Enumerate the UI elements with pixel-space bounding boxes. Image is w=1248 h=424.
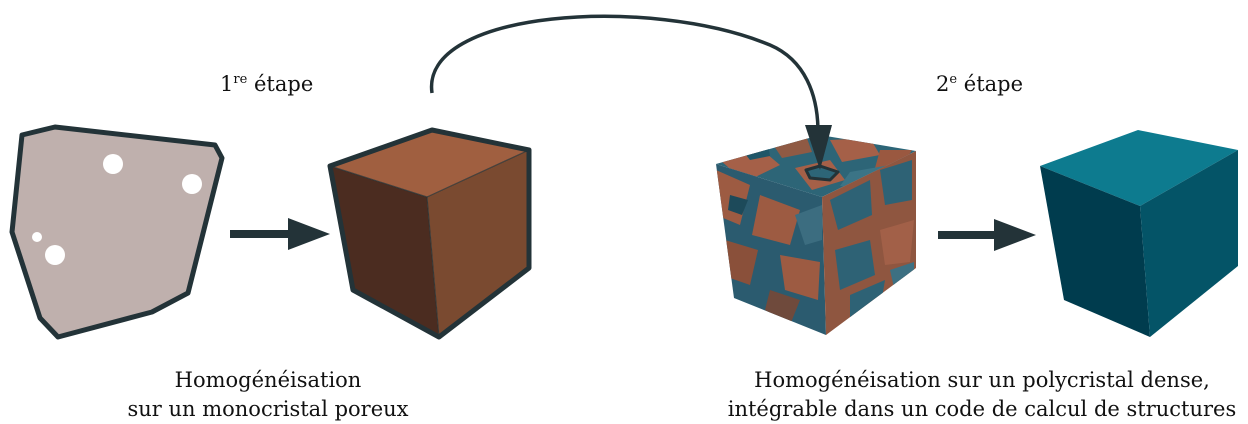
step-1-word: étape: [253, 72, 314, 96]
step-2-word: étape: [963, 72, 1024, 96]
cube-right-face: [1140, 150, 1238, 337]
highlighted-grain: [804, 164, 840, 182]
caption-left-line-2: sur un monocristal poreux: [127, 397, 409, 421]
cube-top-face: [330, 130, 529, 197]
cube-top-face: [1040, 130, 1238, 206]
step-1-number: 1: [220, 72, 234, 96]
arrow-right-icon: [938, 219, 1036, 251]
cube-left-face: [1040, 166, 1150, 337]
caption-right-line-1: Homogénéisation sur un polycristal dense…: [754, 368, 1210, 392]
arrow-right-icon: [230, 218, 330, 250]
step-2-superscript: e: [949, 72, 958, 87]
caption-right: Homogénéisation sur un polycristal dense…: [718, 366, 1246, 424]
cube-left-face: [330, 166, 439, 337]
pore: [45, 245, 65, 265]
step-1-superscript: re: [233, 72, 248, 87]
step-2-number: 2: [936, 72, 950, 96]
caption-left-line-1: Homogénéisation: [174, 368, 362, 392]
step-2-label: 2e étape: [936, 72, 1024, 96]
polycrystal-cube: [716, 135, 916, 335]
caption-left: Homogénéisation sur un monocristal poreu…: [98, 366, 438, 424]
caption-right-line-2: intégrable dans un code de calcul de str…: [727, 397, 1237, 421]
curved-arrow-icon: [430, 14, 832, 170]
porous-monocrystal: [9, 124, 225, 340]
homogenized-polycrystal-cube: [1040, 130, 1238, 337]
porous-grain-shape: [9, 124, 225, 340]
step-1-label: 1re étape: [220, 72, 314, 96]
pore: [103, 154, 123, 174]
pore: [182, 174, 202, 194]
homogenized-monocrystal-cube: [327, 127, 532, 340]
pore: [32, 232, 42, 242]
cube-right-face: [427, 150, 529, 337]
